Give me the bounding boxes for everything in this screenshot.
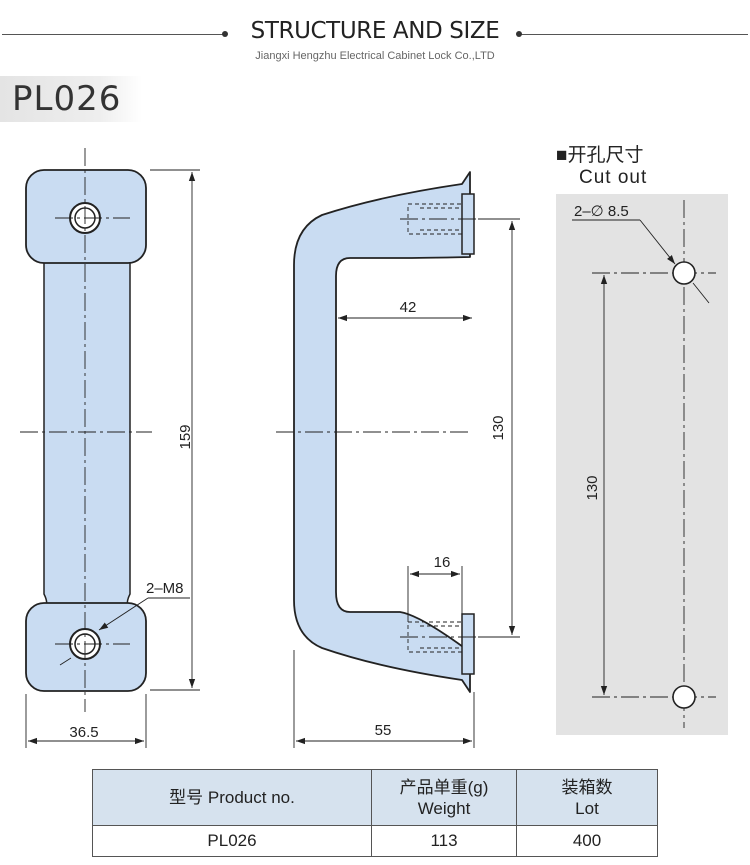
side-spacing-dim: [478, 218, 520, 638]
front-width-dim: [25, 694, 147, 748]
cutout-spacing-label: 130: [584, 475, 601, 500]
cell-weight: 113: [371, 825, 517, 857]
cutout-title-en: Cut out: [579, 167, 647, 188]
side-depth-label: 55: [375, 722, 392, 739]
cell-product-no: PL026: [92, 825, 372, 857]
side-boss-bottom: [461, 613, 475, 675]
cutout-hole-top: [672, 261, 696, 285]
side-boss-label: 16: [434, 554, 451, 571]
header-lot: 装箱数 Lot: [516, 769, 658, 826]
company-subtitle: Jiangxi Hengzhu Electrical Cabinet Lock …: [255, 50, 495, 62]
cutout-hole-label: 2–∅ 8.5: [574, 203, 629, 220]
model-tag: PL026: [0, 76, 142, 122]
side-boss-dim: [407, 566, 463, 622]
title-dot-left: [222, 31, 228, 37]
table-row: PL026 113 400: [92, 825, 658, 857]
spec-table: 型号 Product no. 产品单重(g) Weight 装箱数 Lot PL…: [92, 769, 658, 857]
title-rule-right: [520, 34, 748, 35]
spec-table-header: 型号 Product no. 产品单重(g) Weight 装箱数 Lot: [92, 769, 658, 826]
side-inner-depth-label: 42: [400, 299, 417, 316]
front-width-label: 36.5: [69, 724, 98, 741]
cell-lot: 400: [516, 825, 658, 857]
front-centerlines: [20, 148, 152, 712]
header-weight: 产品单重(g) Weight: [371, 769, 517, 826]
cutout-view: ■开孔尺寸 Cut out 2–∅ 8.5 130: [556, 144, 728, 735]
side-boss-top: [461, 193, 475, 255]
side-spacing-label: 130: [490, 415, 507, 440]
cutout-title-cn: ■开孔尺寸: [556, 144, 643, 166]
page-title: STRUCTURE AND SIZE: [250, 18, 500, 44]
title-dot-right: [516, 31, 522, 37]
front-length-label: 159: [177, 424, 194, 449]
side-hidden-threads: [407, 203, 463, 653]
front-length-dim: [150, 169, 200, 691]
title-rule-left: [2, 34, 224, 35]
side-depth-dim: [293, 650, 475, 748]
cutout-panel: [556, 194, 728, 735]
cutout-hole-bottom: [672, 685, 696, 709]
front-view: 159 36.5 2–M8: [20, 148, 200, 748]
thread-leader: [59, 597, 190, 666]
front-bar: [43, 231, 131, 607]
model-code: PL026: [12, 79, 122, 119]
side-view: 130 42 16 55: [276, 171, 520, 748]
thread-label: 2–M8: [146, 580, 184, 597]
header-product-no: 型号 Product no.: [92, 769, 372, 826]
cutout-hole-leader: [572, 219, 710, 304]
